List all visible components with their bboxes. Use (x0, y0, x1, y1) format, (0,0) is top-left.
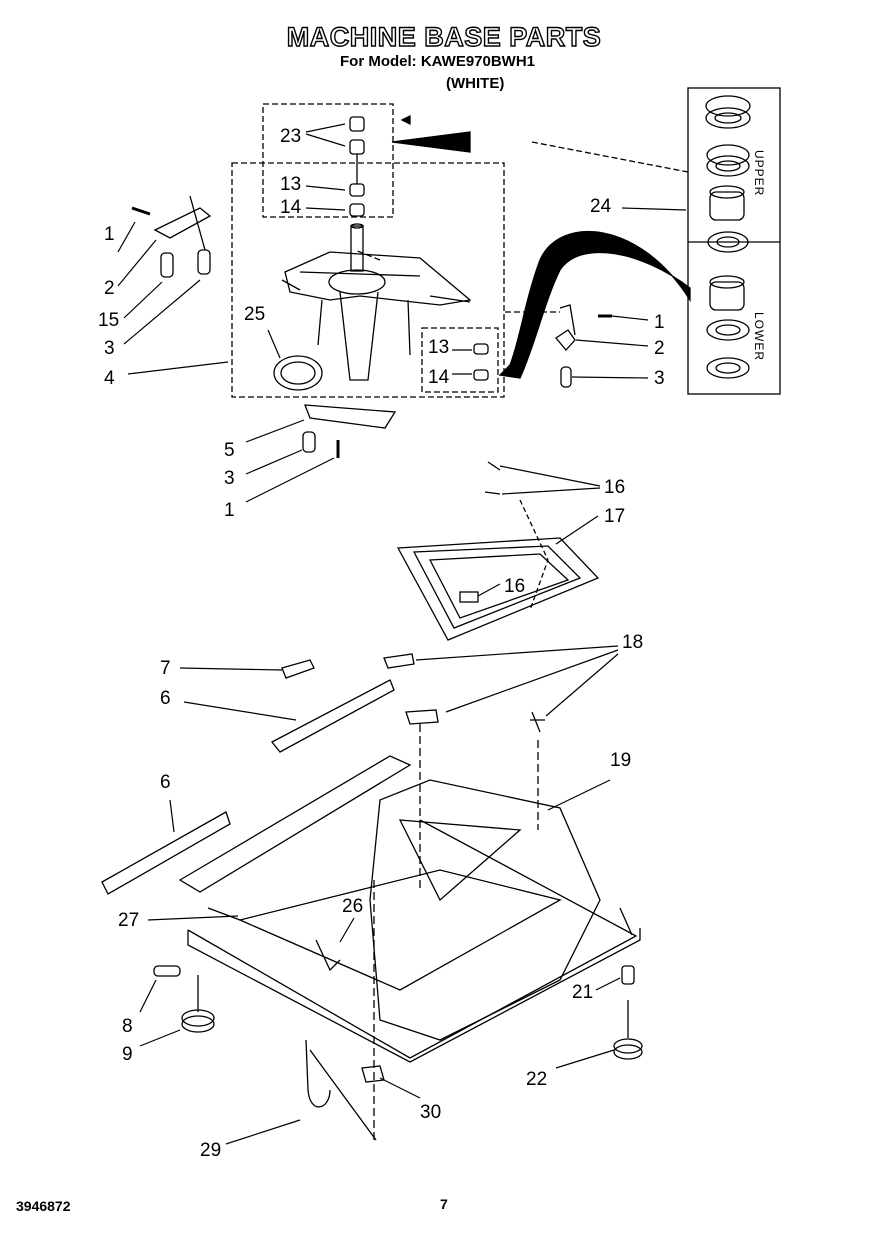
part-6-lower (101, 811, 231, 895)
callout-19: 19 (610, 750, 632, 771)
callout-15: 15 (98, 310, 120, 331)
right-bracket-parts (473, 304, 612, 388)
callout-13b: 13 (428, 337, 450, 358)
page-number: 7 (440, 1196, 448, 1212)
callout-14b: 14 (428, 367, 450, 388)
callout-3: 3 (104, 338, 115, 359)
transmission-assembly (281, 116, 472, 381)
callout-1c: 1 (224, 500, 235, 521)
page-title: MACHINE BASE PARTS (286, 21, 602, 52)
pointer-arrow (391, 131, 471, 153)
callout-2b: 2 (654, 338, 665, 359)
hook-29 (305, 1039, 331, 1108)
callout-1b: 1 (654, 312, 665, 333)
callout-24: 24 (590, 196, 612, 217)
upper-label: UPPER (752, 150, 766, 197)
bracket-5 (304, 404, 397, 429)
lower-seals (706, 275, 750, 379)
base-frame (178, 724, 641, 1140)
callout-1: 1 (104, 224, 115, 245)
part-6-upper (271, 679, 395, 753)
callout-16: 16 (604, 477, 626, 498)
seal-kit-box (687, 87, 781, 395)
callout-8: 8 (122, 1016, 133, 1037)
callout-13: 13 (280, 174, 302, 195)
callout-29: 29 (200, 1140, 222, 1161)
callout-5: 5 (224, 440, 235, 461)
callout-22: 22 (526, 1069, 548, 1090)
top-frame-17 (396, 461, 600, 641)
callout-2: 2 (104, 278, 115, 299)
left-bracket-parts (131, 195, 212, 278)
callout-3b: 3 (654, 368, 665, 389)
callout-16b: 16 (504, 576, 526, 597)
callout-3c: 3 (224, 468, 235, 489)
callout-21: 21 (572, 982, 594, 1003)
model-line: For Model: KAWE970BWH1 (340, 53, 536, 70)
upper-seals (705, 95, 751, 253)
callout-14: 14 (280, 197, 302, 218)
callout-4: 4 (104, 368, 115, 389)
callout-6b: 6 (160, 772, 171, 793)
callout-7: 7 (160, 658, 171, 679)
callout-9: 9 (122, 1044, 133, 1065)
color-line: (WHITE) (446, 75, 505, 92)
doc-number: 3946872 (16, 1198, 71, 1214)
leader-lines (117, 123, 687, 1145)
curved-arrow (498, 230, 691, 379)
callout-18: 18 (622, 632, 644, 653)
callout-30: 30 (420, 1102, 442, 1123)
part-7 (281, 659, 315, 679)
callout-17: 17 (604, 506, 626, 527)
callout-25: 25 (244, 304, 266, 325)
callout-6: 6 (160, 688, 171, 709)
callout-27: 27 (118, 910, 140, 931)
callout-23: 23 (280, 126, 302, 147)
callout-26: 26 (342, 896, 364, 917)
lower-label: LOWER (752, 312, 766, 362)
